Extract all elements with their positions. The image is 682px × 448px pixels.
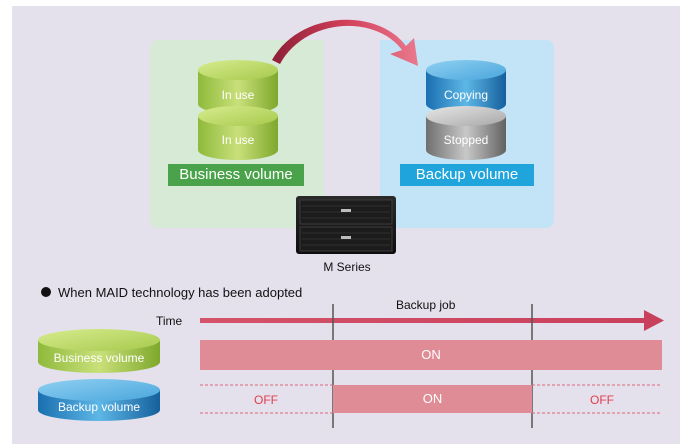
business-disk-top-icon: [198, 60, 278, 114]
storage-caption: M Series: [323, 260, 371, 274]
timeline-heading: When MAID technology has been adopted: [58, 285, 303, 300]
backup-row-disk-icon: [38, 379, 160, 421]
backup-job-label: Backup job: [396, 298, 456, 312]
business-volume-label: Business volume: [168, 164, 304, 186]
backup-row-label: Backup volume: [57, 400, 141, 414]
backup-disk-stopped-icon: [426, 106, 506, 160]
storage-unit-icon: [296, 196, 396, 254]
bullet-icon: [41, 287, 51, 297]
business-disk-top-label: In use: [221, 88, 255, 102]
time-arrow-icon: [200, 310, 664, 331]
copy-arrow-icon: [272, 19, 418, 66]
backup-on-bar: ON: [333, 385, 532, 413]
time-label: Time: [156, 314, 183, 328]
business-row-label: Business volume: [53, 351, 145, 365]
backup-disk-top-label: Copying: [443, 88, 489, 102]
business-disk-bottom-label: In use: [221, 133, 255, 147]
business-disk-bottom-icon: [198, 106, 278, 160]
business-row-disk-icon: [38, 329, 160, 373]
backup-disk-copying-icon: [426, 60, 506, 114]
backup-off-before: OFF: [254, 393, 278, 407]
business-on-bar: ON: [200, 340, 662, 370]
backup-disk-bottom-label: Stopped: [443, 133, 489, 147]
backup-off-after: OFF: [590, 393, 614, 407]
backup-volume-label: Backup volume: [400, 164, 534, 186]
